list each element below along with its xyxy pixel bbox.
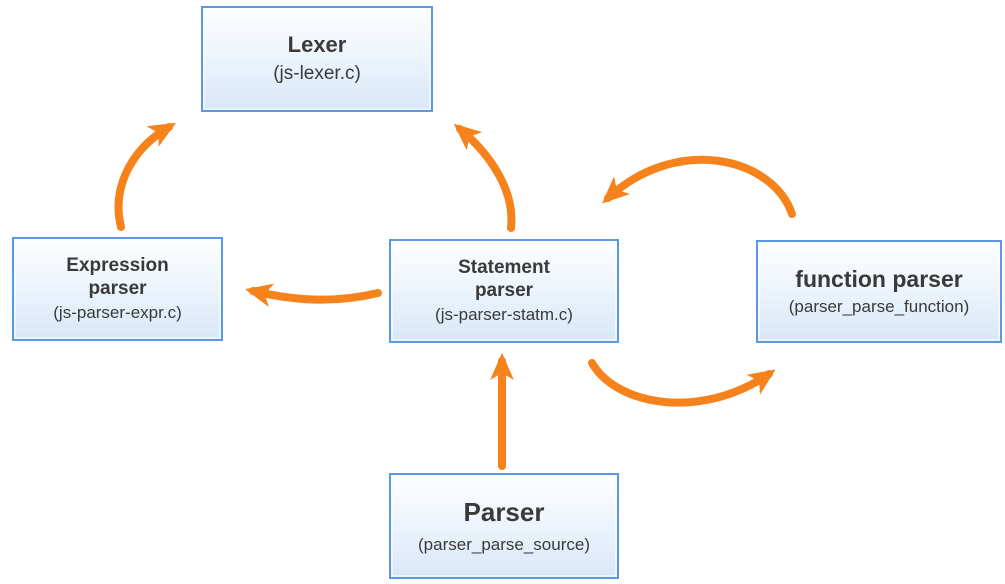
node-expression-parser-subtitle: (js-parser-expr.c) <box>53 302 182 322</box>
node-parser-subtitle: (parser_parse_source) <box>418 534 590 554</box>
node-expression-parser: Expression parser (js-parser-expr.c) <box>12 237 223 341</box>
node-function-parser: function parser (parser_parse_function) <box>756 240 1002 343</box>
edge-statement-parser-to-expression-parser <box>245 283 382 307</box>
edge-expression-parser-to-lexer <box>114 122 177 231</box>
node-expression-parser-title: Expression parser <box>66 255 169 299</box>
edge-statement-parser-to-lexer <box>453 123 516 232</box>
node-lexer: Lexer (js-lexer.c) <box>201 6 433 112</box>
node-parser: Parser (parser_parse_source) <box>389 473 619 579</box>
node-lexer-subtitle: (js-lexer.c) <box>273 62 361 84</box>
node-statement-parser-subtitle: (js-parser-statm.c) <box>435 304 573 324</box>
node-lexer-title: Lexer <box>287 32 347 58</box>
node-parser-title: Parser <box>463 496 545 527</box>
node-statement-parser-title: Statement parser <box>458 257 550 301</box>
node-function-parser-subtitle: (parser_parse_function) <box>788 296 970 316</box>
node-function-parser-title: function parser <box>795 266 963 293</box>
node-statement-parser: Statement parser (js-parser-statm.c) <box>389 239 619 343</box>
edge-function-parser-to-statement-parser <box>601 155 796 218</box>
edge-statement-parser-to-function-parser <box>588 359 776 407</box>
